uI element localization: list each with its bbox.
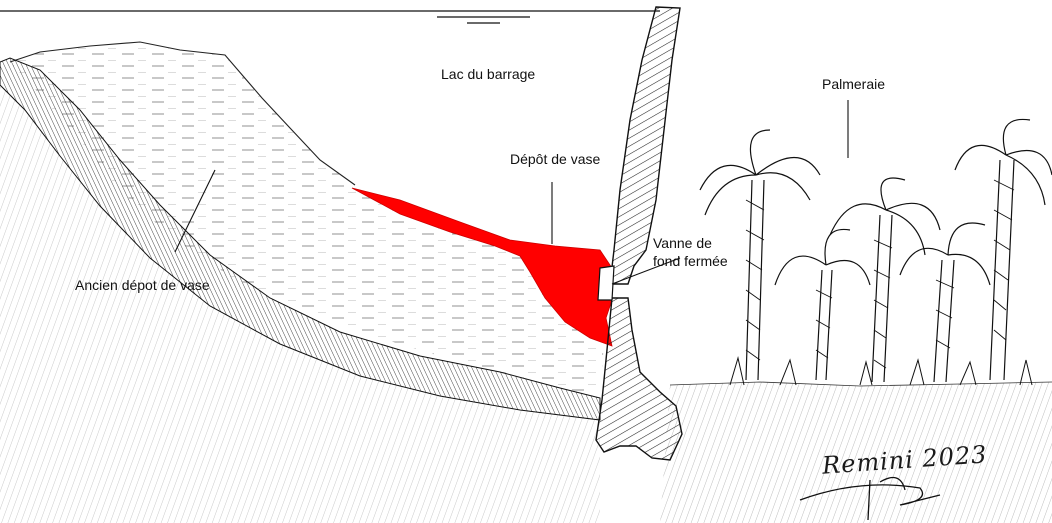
- palm-grove: [700, 119, 1052, 385]
- old-deposit-label: Ancien dépot de vase: [75, 276, 210, 294]
- bottom-valve-label: Vanne de fond fermée: [653, 234, 728, 270]
- palm-grove-label: Palmeraie: [822, 75, 885, 93]
- water-surface: [0, 11, 660, 23]
- lake-label: Lac du barrage: [441, 65, 535, 83]
- sediment-deposit-label: Dépôt de vase: [510, 150, 600, 168]
